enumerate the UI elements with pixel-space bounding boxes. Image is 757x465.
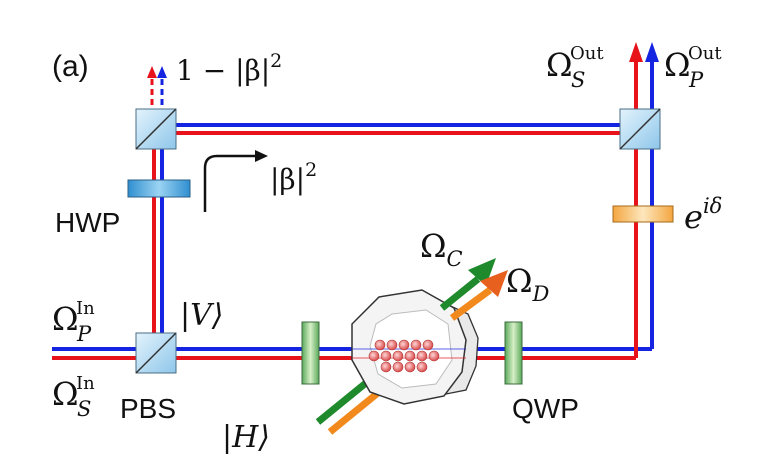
drive-beam-in	[327, 385, 387, 435]
drive-beam-out	[449, 287, 493, 321]
svg-text:Ω: Ω	[664, 46, 691, 84]
phase-plate	[612, 205, 674, 223]
label-hwp: HWP	[55, 207, 120, 238]
label-pbs: PBS	[120, 393, 176, 424]
label-omega-p-out: Ω Out P	[664, 43, 722, 92]
quarter-wave-plate-right	[504, 321, 523, 385]
svg-text:Out: Out	[570, 43, 604, 64]
label-omega-d: ΩD	[506, 262, 550, 306]
quarter-wave-plate-left	[301, 321, 320, 385]
label-phase: eiδ	[684, 194, 722, 236]
control-beam-out	[439, 276, 481, 311]
label-omega-s-in: Ω In S	[52, 373, 95, 421]
svg-text:Ω: Ω	[52, 300, 79, 338]
svg-text:Out: Out	[688, 43, 722, 64]
probe-out-arrowhead	[629, 42, 643, 62]
label-transmitted-fraction: 1 − |β|2	[176, 50, 282, 87]
drive-arrowhead	[480, 270, 508, 297]
atom-cloud	[368, 339, 440, 373]
pbs-cube-bottom-left	[135, 332, 177, 374]
svg-text:Ω: Ω	[546, 46, 573, 84]
label-ket-h: |H⟩	[222, 420, 270, 455]
label-ket-v: |V⟩	[180, 298, 223, 333]
label-qwp: QWP	[512, 393, 579, 424]
label-omega-p-in: Ω In P	[52, 298, 95, 346]
svg-text:Ω: Ω	[52, 375, 79, 413]
reflection-arrow	[203, 154, 256, 212]
beam-paths	[52, 60, 654, 360]
svg-text:P: P	[76, 322, 92, 346]
reflection-arrowhead	[255, 150, 268, 162]
signal-leak-arrowhead	[157, 66, 167, 78]
control-beam-in	[315, 375, 375, 425]
signal-out-arrowhead	[645, 42, 659, 62]
svg-text:In: In	[76, 373, 95, 394]
label-reflected-fraction: |β|2	[270, 159, 317, 196]
svg-text:In: In	[76, 298, 95, 319]
probe-leak-arrowhead	[147, 66, 157, 78]
pbs-cube-top-right	[619, 108, 661, 150]
svg-text:S: S	[77, 397, 91, 421]
label-omega-c: ΩC	[420, 227, 463, 271]
control-arrowhead	[468, 258, 496, 286]
panel-label: (a)	[52, 50, 89, 83]
label-omega-s-out: Ω Out S	[546, 43, 604, 92]
half-wave-plate	[127, 179, 191, 198]
svg-text:P: P	[688, 68, 704, 92]
pbs-cube-top-left	[135, 108, 177, 150]
svg-text:S: S	[571, 68, 585, 92]
